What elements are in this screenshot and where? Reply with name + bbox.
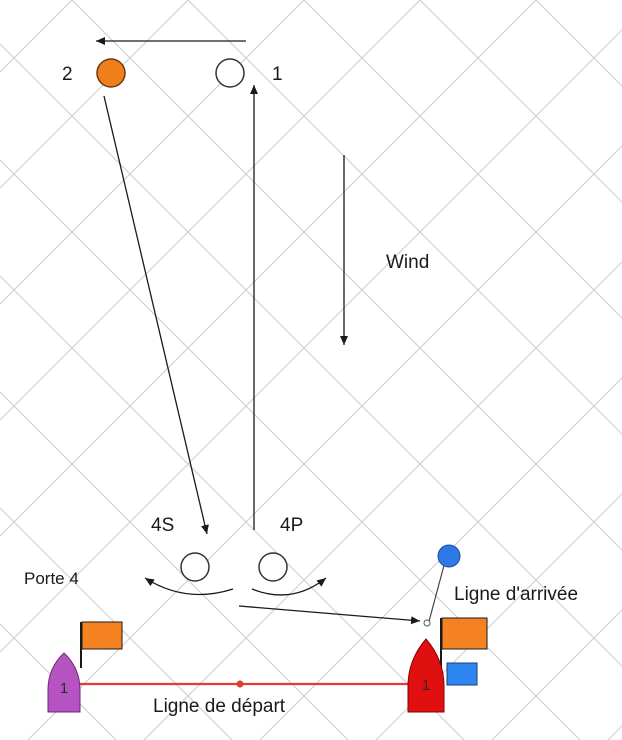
start-line-label: Ligne de départ bbox=[153, 696, 286, 717]
start-line-midpoint bbox=[236, 680, 244, 688]
grid-line bbox=[187, 0, 622, 435]
grid-line bbox=[259, 377, 622, 740]
grid-line bbox=[303, 0, 622, 319]
right-boat-number: 1 bbox=[422, 677, 430, 694]
left-boat bbox=[47, 652, 81, 713]
finish-mark-ball bbox=[437, 544, 461, 568]
grid-line bbox=[491, 609, 622, 740]
mark-2-label: 2 bbox=[62, 64, 73, 85]
wind-label: Wind bbox=[386, 252, 429, 273]
left-orange-flag bbox=[81, 621, 123, 650]
grid-line bbox=[0, 0, 421, 421]
grid-line bbox=[0, 0, 189, 189]
gate-label: Porte 4 bbox=[24, 569, 79, 588]
grid-line bbox=[0, 275, 465, 740]
leg-mark2-to-gate-arrow bbox=[103, 95, 209, 535]
finish-pole bbox=[427, 557, 447, 626]
finish-line-end-dot bbox=[423, 619, 431, 627]
grid-line bbox=[0, 0, 73, 73]
grid-line bbox=[535, 0, 622, 87]
gate-4s-label: 4S bbox=[151, 515, 174, 536]
right-boat bbox=[407, 638, 445, 713]
mark-1-label: 1 bbox=[272, 64, 283, 85]
right-orange-flag bbox=[441, 617, 488, 650]
grid-line bbox=[27, 145, 622, 740]
mark-2 bbox=[96, 58, 126, 88]
mark-4p bbox=[258, 552, 288, 582]
left-boat-number: 1 bbox=[60, 680, 68, 697]
grid-line bbox=[419, 0, 622, 203]
gate-rounding-arc-right bbox=[251, 577, 327, 596]
grid-line bbox=[71, 0, 622, 551]
grid-line bbox=[607, 725, 622, 740]
leg-gate-to-finish-arrow bbox=[238, 605, 421, 625]
grid-line bbox=[143, 261, 622, 740]
finish-line-label: Ligne d'arrivée bbox=[454, 584, 578, 605]
grid-line bbox=[0, 391, 349, 740]
grid-line bbox=[0, 0, 537, 537]
grid-line bbox=[0, 507, 233, 740]
gate-4p-label: 4P bbox=[280, 515, 303, 536]
grid-line bbox=[0, 159, 581, 740]
right-blue-flag bbox=[446, 662, 478, 686]
mark-1 bbox=[215, 58, 245, 88]
grid-line bbox=[0, 0, 305, 305]
mark-4s bbox=[180, 552, 210, 582]
grid-line bbox=[375, 493, 622, 740]
gate-rounding-arc-left bbox=[144, 577, 234, 596]
